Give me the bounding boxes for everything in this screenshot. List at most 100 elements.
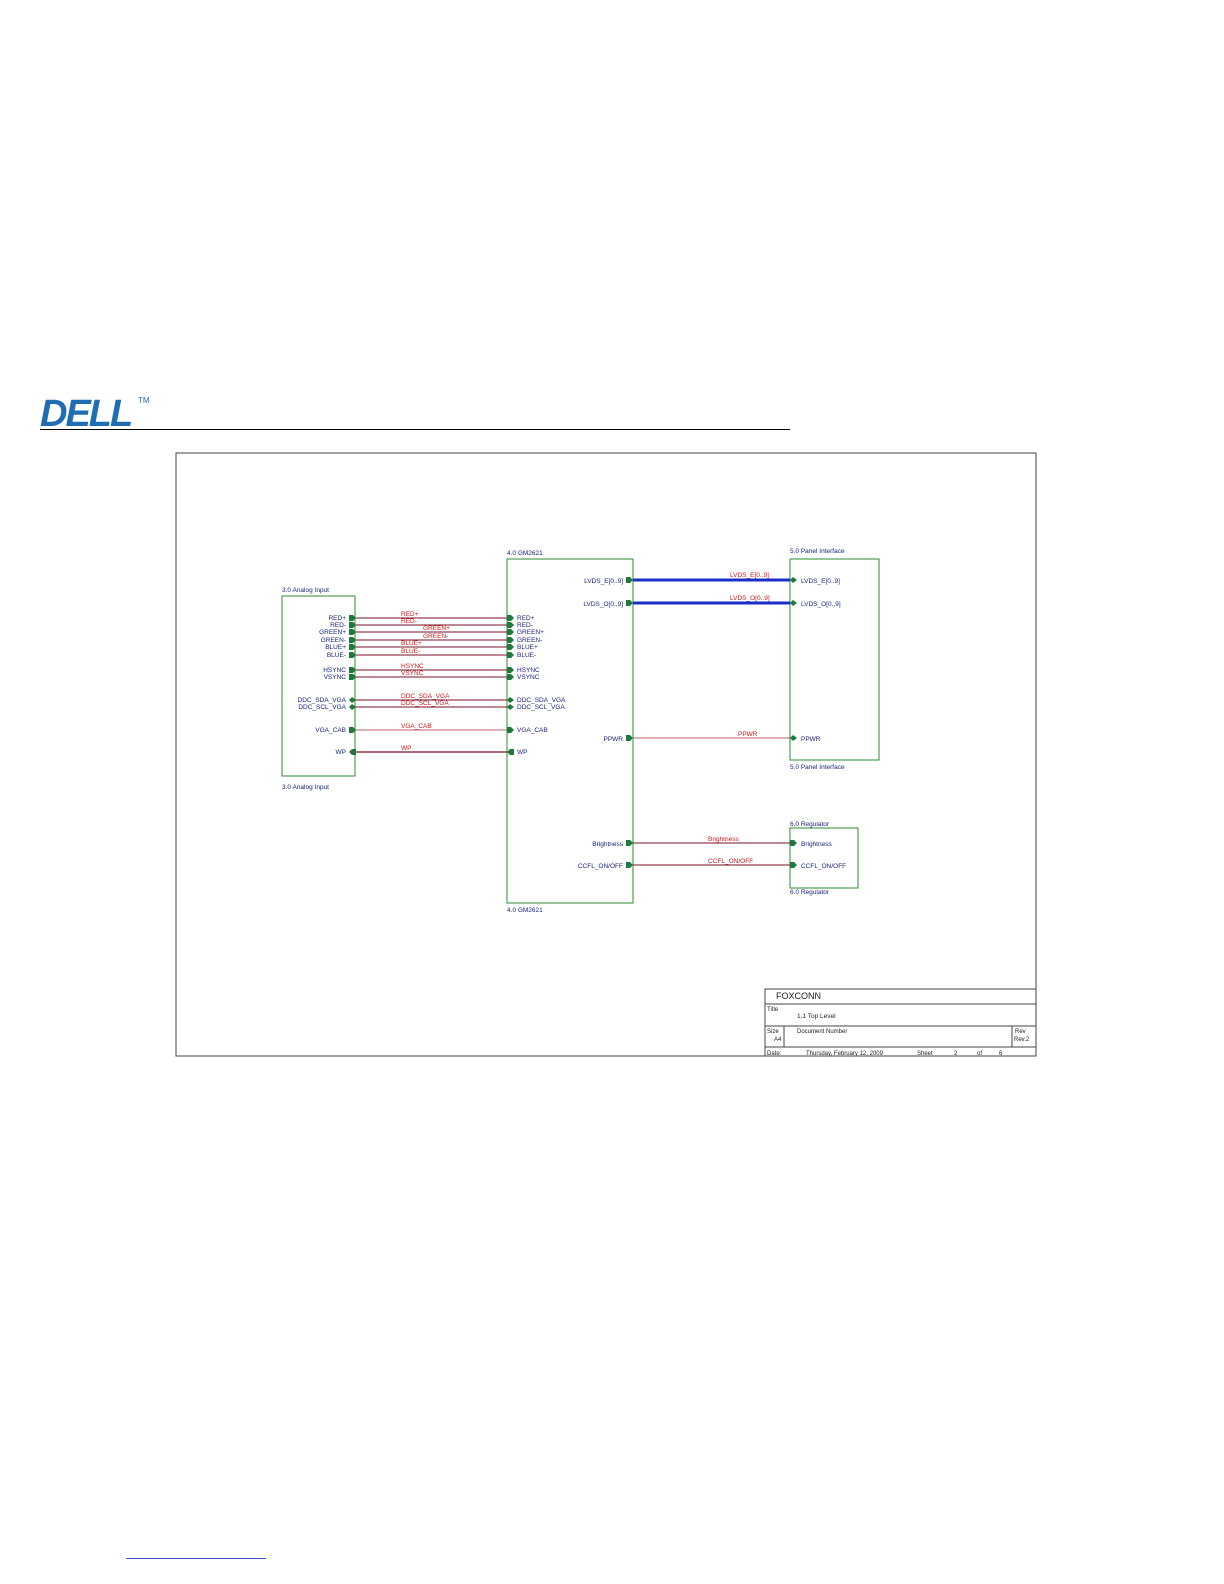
pin-marker — [626, 862, 633, 868]
pin-marker — [349, 615, 356, 621]
panel-title-top: 5.0 Panel Interface — [790, 548, 845, 555]
pin-marker — [507, 667, 514, 673]
gm-left-pins: RED+ RED- GREEN+ GREEN- BLUE+ BLUE- HSYN… — [507, 615, 566, 756]
title-block-of-label: of — [977, 1051, 982, 1057]
title-block-company: FOXCONN — [776, 991, 821, 1001]
header-rule — [40, 429, 790, 430]
pin-marker — [790, 862, 797, 868]
title-block-size-value: A4 — [774, 1037, 782, 1043]
net-label-red-minus: RED- — [401, 618, 417, 625]
pin-marker — [349, 674, 356, 680]
pin-marker — [349, 644, 356, 650]
regulator-title-bottom: 6.0 Regulator — [790, 889, 830, 896]
net-label-ppwr: PPWR — [738, 731, 758, 738]
dell-logo: DELL TM — [40, 393, 150, 432]
gm-right-pin-label: LVDS_O[0..9] — [583, 601, 623, 608]
gm-left-pin-label: HSYNC — [517, 667, 540, 674]
net-label-lvds-e: LVDS_E[0..9] — [730, 572, 769, 579]
dell-logo-text: DELL — [40, 393, 131, 432]
title-block-of-value: 6 — [999, 1051, 1003, 1057]
title-block-docnum-label: Document Number — [797, 1029, 847, 1035]
panel-pin-label: LVDS_E[0..9] — [801, 578, 840, 585]
pin-marker — [349, 629, 356, 635]
net-label-ddc-sda: DDC_SDA_VGA — [401, 693, 450, 700]
gm-title-top: 4.0 GM2621 — [507, 550, 543, 557]
gm-left-pin-label: RED+ — [517, 615, 535, 622]
regulator-pin-label: CCFL_ON/OFF — [801, 863, 846, 870]
analog-pins: RED+ RED- GREEN+ GREEN- BLUE+ BLUE- HSYN… — [298, 615, 356, 756]
analog-pin-label: WP — [336, 749, 346, 756]
analog-pin-label: DDC_SCL_VGA — [298, 704, 346, 711]
net-label-vsync: VSYNC — [401, 670, 424, 677]
pin-marker — [790, 577, 797, 583]
pin-marker — [507, 615, 514, 621]
title-block-title-label: Title — [767, 1007, 779, 1013]
net-label-ddc-scl: DDC_SCL_VGA — [401, 700, 449, 707]
pin-marker — [507, 749, 514, 755]
title-block-size-label: Size — [767, 1029, 779, 1035]
right-nets: LVDS_E[0..9] LVDS_O[0..9] PPWR Brightnes… — [633, 572, 790, 866]
analog-pin-label: BLUE- — [327, 652, 346, 659]
pin-marker — [349, 749, 356, 755]
gm-right-pin-label: LVDS_E[0..9] — [584, 578, 623, 585]
net-label-hsync: HSYNC — [401, 663, 424, 670]
pin-marker — [790, 600, 797, 606]
title-block-date-value: Thursday, February 12, 2009 — [806, 1051, 884, 1057]
analog-pin-label: RED- — [330, 622, 346, 629]
analog-pin-label: BLUE+ — [325, 644, 346, 651]
pin-marker — [349, 637, 356, 643]
gm-left-pin-label: WP — [517, 749, 527, 756]
regulator-pin-label: Brightness — [801, 841, 832, 848]
net-label-green-minus: GREEN- — [423, 633, 448, 640]
gm-right-pin-label: CCFL_ON/OFF — [578, 863, 623, 870]
analog-title-bottom: 3.0 Analog Input — [282, 784, 329, 791]
pin-marker — [790, 735, 797, 741]
pin-marker — [790, 840, 797, 846]
gm-right-pins: LVDS_E[0..9] LVDS_O[0..9] PPWR Brightnes… — [578, 577, 633, 870]
gm-left-pin-label: DDC_SCL_VGA — [517, 704, 565, 711]
pin-marker — [349, 652, 356, 658]
title-block-sheet-label: Sheet — [917, 1051, 933, 1057]
block-analog-input — [281, 595, 356, 777]
gm-title-bottom: 4.0 GM2621 — [507, 907, 543, 914]
pin-marker — [349, 667, 356, 673]
block-regulator — [789, 827, 859, 889]
regulator-title-top: 6.0 Regulator — [790, 821, 830, 828]
analog-pin-label: GREEN+ — [319, 629, 346, 636]
title-block-frame — [764, 988, 1037, 1057]
pin-marker — [507, 622, 514, 628]
net-label-ccfl: CCFL_ON/OFF — [708, 858, 753, 865]
regulator-pins: Brightness CCFL_ON/OFF — [790, 840, 846, 870]
panel-pin-label: PPWR — [801, 736, 821, 743]
title-block-rev-label: Rev — [1015, 1029, 1026, 1035]
dell-trademark: TM — [138, 396, 150, 405]
analog-pin-label: DDC_SDA_VGA — [298, 697, 347, 704]
gm-left-pin-label: DDC_SDA_VGA — [517, 697, 566, 704]
pin-marker — [507, 697, 514, 703]
net-label-vga-cab: VGA_CAB — [401, 723, 432, 730]
net-label-red-plus: RED+ — [401, 611, 419, 618]
analog-pin-label: VGA_CAB — [315, 727, 346, 734]
pin-marker — [626, 735, 633, 741]
net-label-wp: WP — [401, 745, 411, 752]
net-label-blue-minus: BLUE- — [401, 648, 420, 655]
panel-pins: LVDS_E[0..9] LVDS_O[0..9] PPWR — [790, 577, 841, 743]
analog-pin-label: RED+ — [328, 615, 346, 622]
gm-right-pin-label: Brightness — [592, 841, 623, 848]
title-block: FOXCONN Title 1.1 Top Level Size A4 Docu… — [764, 988, 1037, 1057]
footer-link-rule — [126, 1558, 266, 1559]
pin-marker — [349, 697, 356, 703]
gm-left-pin-label: RED- — [517, 622, 533, 629]
gm-left-pin-label: VSYNC — [517, 674, 540, 681]
panel-pin-label: LVDS_O[0..9] — [801, 601, 841, 608]
pin-marker — [507, 674, 514, 680]
sheet-frame — [175, 452, 1037, 1057]
net-label-brightness: Brightness — [708, 836, 739, 843]
left-nets: RED+ RED- GREEN+ GREEN- BLUE+ BLUE- HSYN… — [355, 611, 507, 753]
pin-marker — [507, 727, 514, 733]
pin-marker — [626, 577, 633, 583]
gm-left-pin-label: BLUE- — [517, 652, 536, 659]
pin-marker — [349, 622, 356, 628]
pin-marker — [626, 600, 633, 606]
